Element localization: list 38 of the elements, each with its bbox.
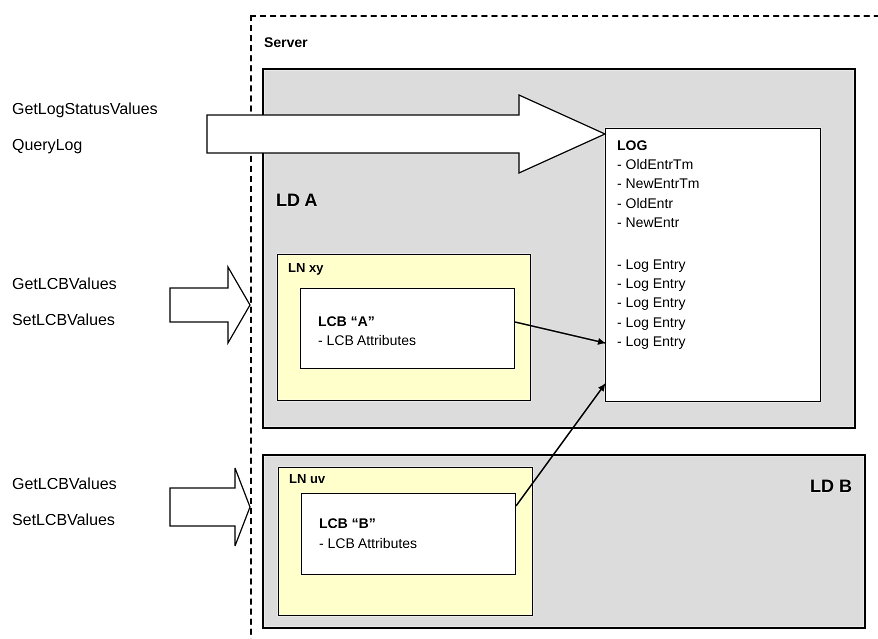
log-item: - Log Entry (617, 294, 686, 310)
logical-node-box (277, 254, 531, 401)
logical-node-label: LN uv (289, 471, 326, 486)
service-name: GetLogStatusValues (12, 101, 158, 119)
control-block-box (301, 493, 516, 575)
log-item: - OldEntrTm (617, 156, 694, 172)
log-item: - NewEntrTm (617, 175, 700, 192)
block-arrow (169, 264, 251, 346)
attribute-text: - LCB Attributes (319, 535, 418, 551)
block-arrow (169, 467, 251, 547)
service-name: QueryLog (12, 137, 82, 155)
attribute-text: - LCB Attributes (318, 332, 416, 348)
log-item: - Log Entry (617, 256, 686, 272)
log-item: - Log Entry (617, 332, 686, 349)
device-label: LD A (276, 190, 318, 211)
log-item: - Log Entry (617, 314, 686, 330)
log-item: - OldEntr (617, 194, 674, 211)
arrow (514, 321, 606, 345)
log-box (605, 128, 821, 402)
service-name: SetLCBValues (12, 312, 115, 330)
log-item: - Log Entry (617, 275, 686, 292)
control-block-box (300, 288, 515, 369)
arrow (515, 384, 606, 506)
service-name: GetLCBValues (12, 276, 117, 294)
service-name: SetLCBValues (12, 512, 115, 530)
logical-node-box (278, 467, 533, 616)
control-block-title: LCB “A” (318, 313, 375, 329)
server-label: Server (264, 34, 308, 50)
server-region (250, 15, 878, 639)
logical-node-label: LN xy (288, 260, 324, 275)
log-title: LOG (617, 137, 648, 153)
block-arrow (206, 94, 607, 174)
log-item: - NewEntr (617, 214, 680, 230)
service-name: GetLCBValues (12, 476, 117, 494)
control-block-title: LCB “B” (319, 515, 376, 531)
logical-device-box (262, 68, 856, 429)
device-label: LD B (810, 476, 852, 497)
logical-device-box (262, 454, 866, 629)
